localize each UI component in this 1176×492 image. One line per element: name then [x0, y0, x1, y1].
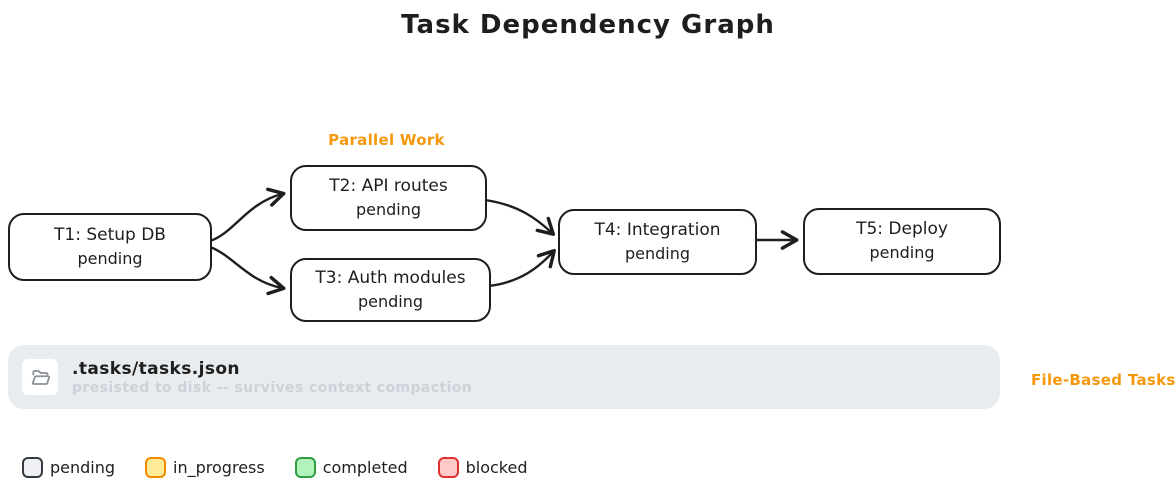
open-folder-icon: [22, 359, 58, 395]
legend-item-completed: completed: [294, 457, 408, 478]
task-node-status: pending: [77, 248, 143, 268]
legend-item-blocked: blocked: [437, 457, 528, 478]
legend-item-in-progress: in_progress: [145, 457, 265, 478]
page-title: Task Dependency Graph: [401, 10, 775, 40]
task-node-label: T5: Deploy: [856, 219, 948, 240]
legend-item-pending: pending: [22, 457, 115, 478]
edge-t2-t4: [483, 198, 556, 236]
parallel-work-label: Parallel Work: [328, 131, 445, 149]
task-node-t4[interactable]: T4: Integration pending: [558, 209, 757, 275]
pending-swatch: [22, 457, 43, 478]
legend-label: pending: [50, 458, 116, 477]
tasks-file-subtitle: presisted to disk -- survives context co…: [72, 379, 473, 396]
task-node-status: pending: [624, 243, 691, 263]
task-node-label: T3: Auth modules: [315, 267, 466, 288]
completed-swatch: [294, 457, 316, 478]
edge-t1-t2: [208, 187, 286, 243]
task-node-label: T2: API routes: [329, 175, 448, 196]
in-progress-swatch: [145, 457, 167, 478]
task-node-status: pending: [869, 243, 935, 263]
file-based-tasks-label: File-Based Tasks: [1031, 371, 1176, 389]
status-legend: pending in_progress completed blocked: [22, 457, 527, 478]
edge-t1-t3: [208, 245, 286, 296]
tasks-file-bar[interactable]: .tasks/tasks.json presisted to disk -- s…: [8, 345, 1000, 409]
task-node-t1[interactable]: T1: Setup DB pending: [8, 213, 212, 281]
edge-t3-t4: [487, 248, 556, 288]
task-node-t3[interactable]: T3: Auth modules pending: [290, 258, 491, 322]
task-node-status: pending: [357, 291, 424, 311]
legend-label: blocked: [465, 458, 528, 477]
task-node-t2[interactable]: T2: API routes pending: [290, 165, 487, 231]
task-node-label: T1: Setup DB: [54, 224, 166, 245]
legend-label: completed: [322, 458, 408, 477]
tasks-file-name: .tasks/tasks.json: [72, 358, 240, 379]
legend-label: in_progress: [173, 458, 265, 477]
task-node-t5[interactable]: T5: Deploy pending: [803, 208, 1001, 275]
task-node-status: pending: [355, 199, 422, 219]
task-node-label: T4: Integration: [594, 219, 721, 240]
blocked-swatch: [437, 457, 459, 478]
